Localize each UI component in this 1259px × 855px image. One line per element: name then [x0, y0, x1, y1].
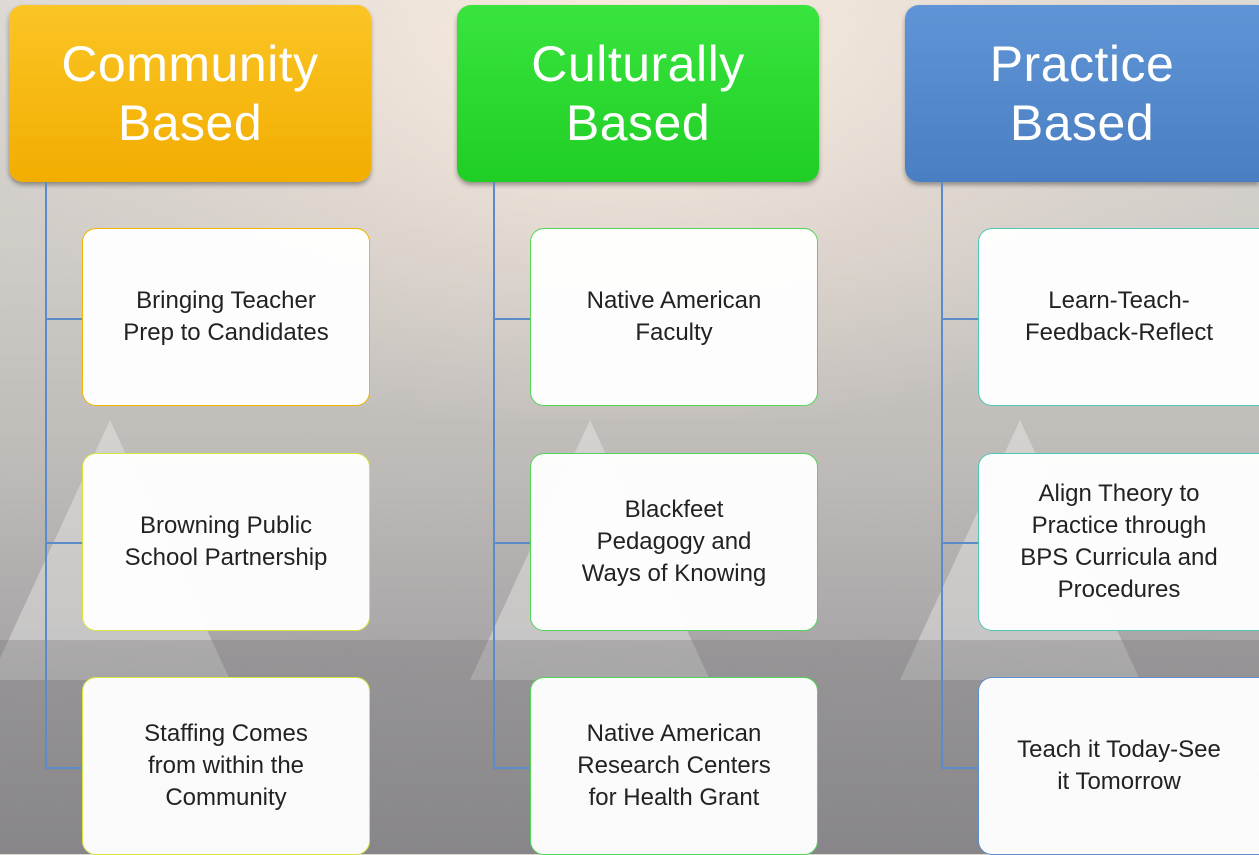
node-label: Teach it Today-See it Tomorrow [1017, 735, 1221, 795]
header-title: Culturally Based [531, 36, 745, 151]
connector-branch [45, 542, 83, 544]
node-teach-it-today: Teach it Today-See it Tomorrow [978, 677, 1259, 855]
header-community-based: Community Based [9, 5, 371, 182]
connector-branch [45, 767, 83, 769]
header-title: Community Based [61, 36, 319, 151]
node-label: Align Theory to Practice through BPS Cur… [1020, 479, 1218, 604]
connector-trunk [493, 182, 495, 768]
node-research-centers-grant: Native American Research Centers for Hea… [530, 677, 818, 855]
node-label: Blackfeet Pedagogy and Ways of Knowing [581, 495, 767, 588]
node-label: Browning Public School Partnership [124, 511, 328, 571]
connector-branch [941, 542, 979, 544]
header-title: Practice Based [989, 36, 1175, 151]
connector-branch [493, 767, 531, 769]
connector-trunk [941, 182, 943, 768]
node-learn-teach-feedback-reflect: Learn-Teach- Feedback-Reflect [978, 228, 1259, 406]
node-staffing-community: Staffing Comes from within the Community [82, 677, 370, 855]
node-blackfeet-pedagogy: Blackfeet Pedagogy and Ways of Knowing [530, 453, 818, 631]
node-label: Bringing Teacher Prep to Candidates [123, 286, 329, 346]
node-label: Learn-Teach- Feedback-Reflect [1024, 286, 1214, 346]
node-native-american-faculty: Native American Faculty [530, 228, 818, 406]
node-align-theory-practice: Align Theory to Practice through BPS Cur… [978, 453, 1259, 631]
connector-trunk [45, 182, 47, 768]
node-label: Staffing Comes from within the Community [144, 719, 308, 812]
connector-branch [941, 318, 979, 320]
connector-branch [941, 767, 979, 769]
header-practice-based: Practice Based [905, 5, 1259, 182]
node-browning-public-school: Browning Public School Partnership [82, 453, 370, 631]
node-label: Native American Research Centers for Hea… [577, 719, 771, 812]
connector-branch [493, 542, 531, 544]
node-bringing-teacher-prep: Bringing Teacher Prep to Candidates [82, 228, 370, 406]
connector-branch [493, 318, 531, 320]
connector-branch [45, 318, 83, 320]
node-label: Native American Faculty [586, 286, 762, 346]
header-culturally-based: Culturally Based [457, 5, 819, 182]
